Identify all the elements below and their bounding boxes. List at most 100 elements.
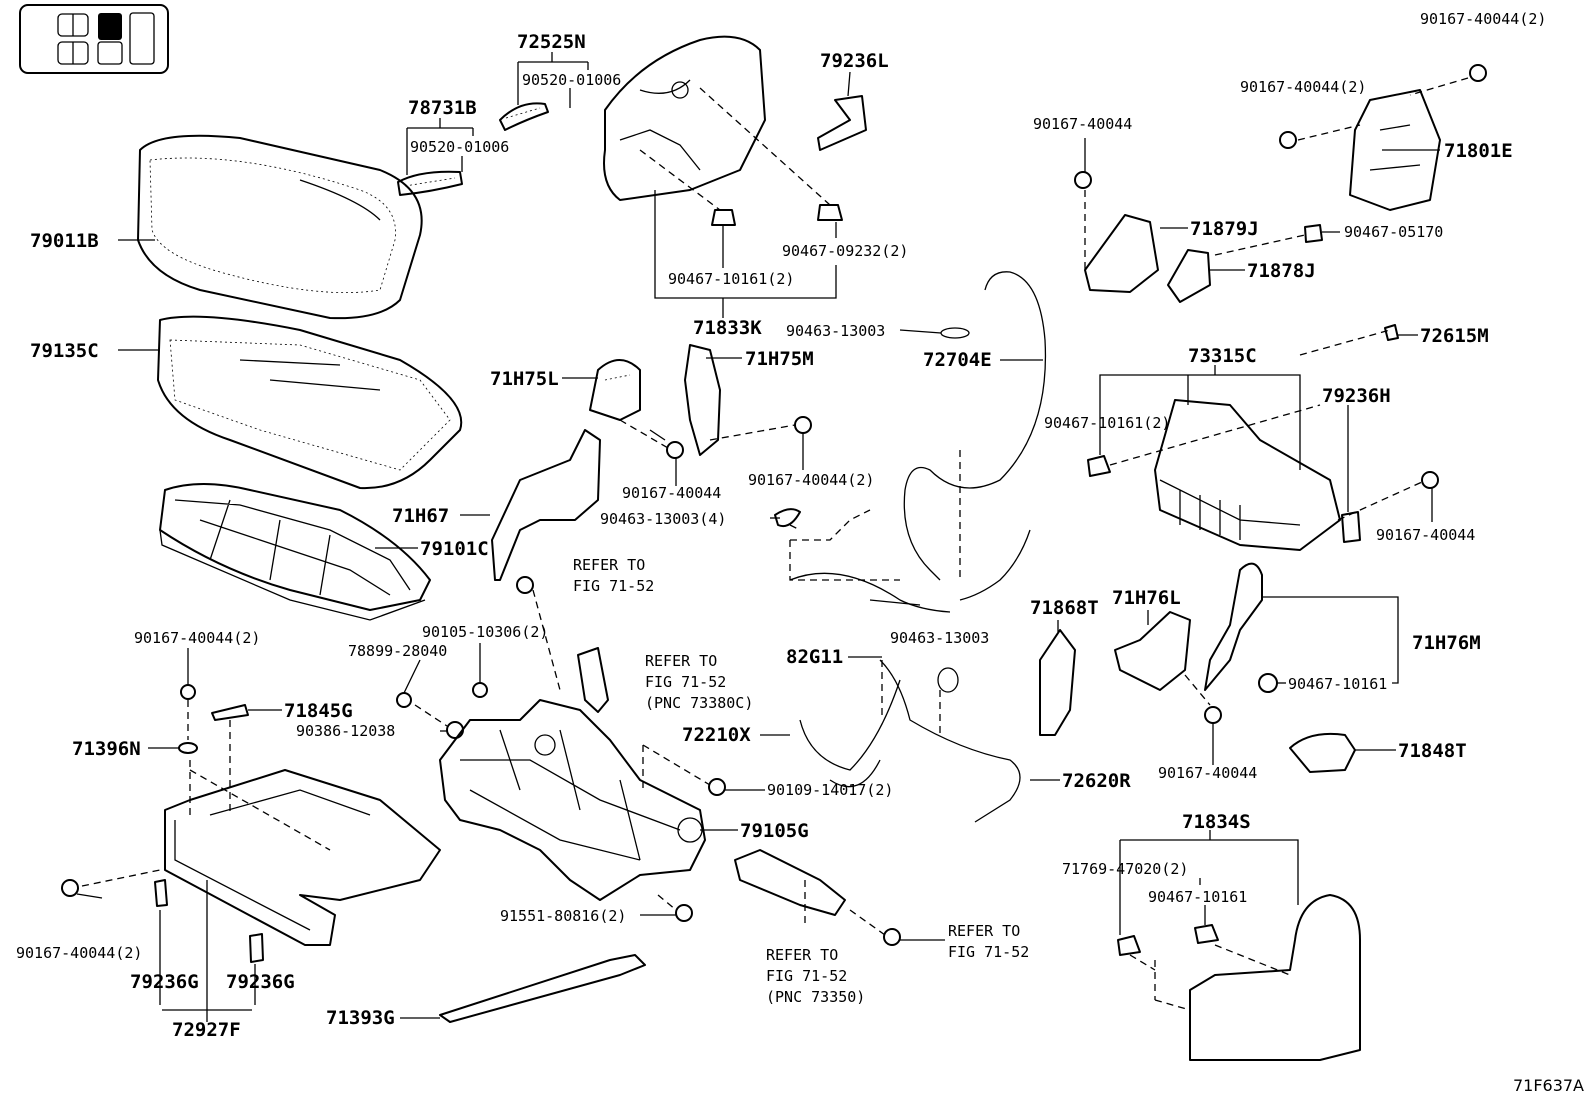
bolt-90167-40044-f-shape	[61, 684, 196, 897]
clip-79236G-b-shape	[249, 933, 264, 963]
assembly-dashed-lines	[81, 77, 1469, 1011]
label-71H76M: 71H76M	[1412, 632, 1481, 654]
label-90167-40044-f: 90167-40044(2)	[134, 629, 260, 647]
bolt-90167-40044-a-shape	[649, 429, 684, 459]
hinge-cover-71H76M-shape	[1204, 562, 1263, 691]
bolt-ref-fig-71-52-shape	[516, 576, 534, 594]
bolt-ref-fig-71-52-b-shape	[883, 928, 901, 946]
label-79236G-b: 79236G	[226, 971, 295, 993]
label-refer3-b: FIG 71-52	[766, 967, 847, 985]
label-90467-10161-b: 90467-10161(2)	[1044, 414, 1170, 432]
part-labels: 72525N 90520-01006 78731B 90520-01006 79…	[16, 10, 1546, 1041]
clip-90467-10161-d-shape	[1194, 924, 1219, 944]
label-71H75L: 71H75L	[490, 368, 559, 390]
bracket-79236L-shape	[817, 95, 867, 151]
washer-71396N-shape	[178, 742, 198, 754]
bracket-79236H-shape	[1341, 511, 1361, 543]
bolt-90167-40044-e-shape	[1421, 471, 1439, 489]
label-71H75M: 71H75M	[745, 348, 814, 370]
buckle-73380C-shape	[577, 647, 609, 713]
cover-71868T-shape	[1039, 629, 1076, 736]
clip-90463-13003-shape	[774, 508, 801, 528]
cover-71H76L-shape	[1114, 611, 1191, 691]
label-refer3-a: REFER TO	[766, 946, 838, 964]
label-90467-09232: 90467-09232(2)	[782, 242, 908, 260]
label-90463-13003-c: 90463-13003	[890, 629, 989, 647]
seat-position-icon	[19, 4, 169, 74]
bolt-90109-14017-shape	[708, 778, 726, 796]
label-90463-13003-a: 90463-13003(4)	[600, 510, 726, 528]
label-71769-47020: 71769-47020(2)	[1062, 860, 1188, 878]
label-72615M: 72615M	[1420, 325, 1489, 347]
label-90167-40044-g: 90167-40044	[1158, 764, 1257, 782]
buckle-cover-72525N-shape	[499, 102, 549, 131]
strap-71393G-shape	[439, 954, 646, 1023]
label-78899-28040: 78899-28040	[348, 642, 447, 660]
side-shield-71834S-shape	[1189, 894, 1361, 1061]
clip-79236G-a-shape	[154, 879, 168, 907]
label-71848T: 71848T	[1398, 740, 1467, 762]
label-71833K: 71833K	[693, 317, 762, 339]
clip-90467-05170-shape	[1304, 224, 1323, 243]
cable-72704E-shape	[789, 271, 1047, 613]
label-72927F: 72927F	[172, 1019, 241, 1041]
label-79105G: 79105G	[740, 820, 809, 842]
label-90167-40044-d: 90167-40044(2)	[1240, 78, 1366, 96]
label-79236L: 79236L	[820, 50, 889, 72]
label-refer4-b: FIG 71-52	[948, 943, 1029, 961]
label-refer3-c: (PNC 73350)	[766, 988, 865, 1006]
label-90467-10161-c: 90467-10161	[1288, 675, 1387, 693]
label-71868T: 71868T	[1030, 597, 1099, 619]
clip-90467-10161-b-shape	[1087, 455, 1111, 477]
tray-73315C-shape	[1154, 399, 1341, 551]
label-79011B: 79011B	[30, 230, 99, 252]
bolt-90105-10306-shape	[472, 682, 488, 698]
bolt-90167-40044-top-shape	[1279, 64, 1487, 149]
bolt-90167-40044-c-shape	[1074, 171, 1092, 189]
label-91551-80816: 91551-80816(2)	[500, 907, 626, 925]
label-71801E: 71801E	[1444, 140, 1513, 162]
label-71834S: 71834S	[1182, 811, 1251, 833]
label-refer4-a: REFER TO	[948, 922, 1020, 940]
leader-lines	[76, 52, 1440, 1022]
clip-90467-10161-shape	[711, 209, 736, 240]
label-90520-01006-b: 90520-01006	[410, 138, 509, 156]
label-82G11: 82G11	[786, 646, 843, 668]
label-refer1-b: FIG 71-52	[573, 577, 654, 595]
label-71H76L: 71H76L	[1112, 587, 1181, 609]
clip-71769-47020-shape	[1117, 935, 1141, 956]
label-71396N: 71396N	[72, 738, 141, 760]
label-refer2-b: FIG 71-52	[645, 673, 726, 691]
buckle-cover-78731B-shape	[397, 170, 463, 196]
label-79135C: 79135C	[30, 340, 99, 362]
cable-72620R-shape	[799, 659, 1021, 823]
clip-90467-10161-c-shape	[1258, 673, 1278, 693]
figure-code: 71F637A	[1512, 1076, 1584, 1095]
label-90109-14017: 90109-14017(2)	[767, 781, 893, 799]
hinge-cover-71H75L-shape	[589, 359, 641, 421]
seat-cushion-frame-shape	[159, 483, 431, 621]
label-refer2-c: (PNC 73380C)	[645, 694, 753, 712]
label-90167-40044-h: 90167-40044(2)	[16, 944, 142, 962]
label-71H67: 71H67	[392, 505, 449, 527]
clip-90467-09232-shape	[817, 204, 843, 221]
label-72525N: 72525N	[517, 31, 586, 53]
label-71845G: 71845G	[284, 700, 353, 722]
bracket-73350-shape	[734, 849, 846, 916]
label-90167-40044-top: 90167-40044(2)	[1420, 10, 1546, 28]
label-90167-40044-b: 90167-40044(2)	[748, 471, 874, 489]
label-79236G-a: 79236G	[130, 971, 199, 993]
label-71879J: 71879J	[1190, 218, 1259, 240]
label-78731B: 78731B	[408, 97, 477, 119]
seat-cushion-pad-shape	[157, 315, 463, 490]
hinge-cover-71H75M-shape	[684, 344, 721, 456]
clip-71845G-shape	[211, 704, 249, 721]
lower-board-72927F-shape	[164, 720, 441, 946]
label-90467-10161-a: 90467-10161(2)	[668, 270, 794, 288]
label-refer1-a: REFER TO	[573, 556, 645, 574]
label-73315C: 73315C	[1188, 345, 1257, 367]
cover-71848T-shape	[1289, 732, 1356, 773]
bracket-71878J-shape	[1167, 249, 1211, 303]
bolt-78899-28040-shape	[396, 692, 412, 708]
